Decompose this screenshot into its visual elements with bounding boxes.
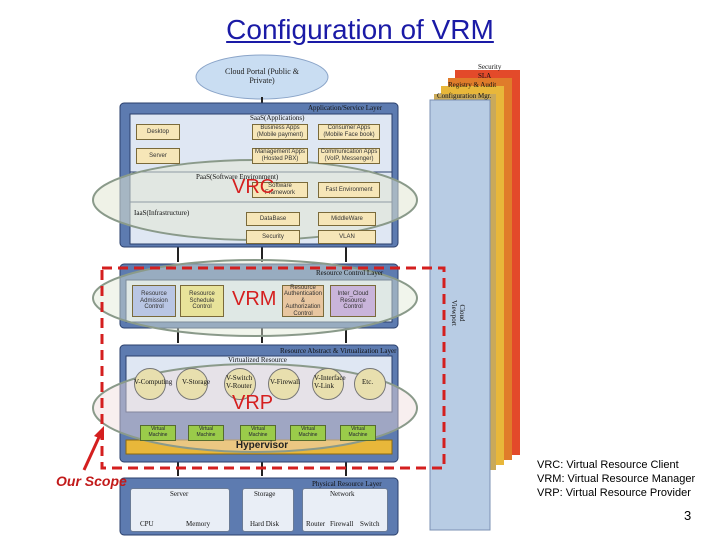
virtualized-resource-title: Virtualized Resource xyxy=(228,356,287,364)
vm-4: Virtual Machine xyxy=(290,425,326,441)
cloud-viewport-bar xyxy=(429,99,491,531)
our-scope-label: Our Scope xyxy=(56,473,127,489)
storage-group xyxy=(242,488,294,532)
v-storage-label: V-Storage xyxy=(182,378,211,386)
v-computing-label: V-Computing xyxy=(134,378,173,386)
iaas-middleware-box: MiddleWare xyxy=(318,212,376,226)
tab-sla: SLA xyxy=(478,72,492,80)
cloud-viewport-label: Cloud Viewport xyxy=(450,299,466,327)
network-group-title: Network xyxy=(330,490,355,498)
etc-label: Etc. xyxy=(362,378,374,386)
iaas-vlan-box: VLAN xyxy=(318,230,376,244)
paas-title: PaaS(Software Environment) xyxy=(196,173,279,181)
vrm-label: VRM xyxy=(232,288,277,310)
saas-business-apps-box: Business Apps (Mobile payment) xyxy=(252,124,308,140)
application-layer-title: Application/Service Layer xyxy=(308,104,383,112)
scope-arrow xyxy=(82,434,102,471)
paas-fast-environment-box: Fast Environment xyxy=(318,182,380,198)
switch-label: Switch xyxy=(360,520,380,528)
saas-desktop-box: Desktop xyxy=(136,124,180,140)
vrm-ellipse xyxy=(92,259,418,337)
iaas-title: IaaS(Infrastructure) xyxy=(134,209,190,217)
inter-cloud-box: Inter_Cloud Resource Control xyxy=(330,285,376,317)
physical-layer-title: Physical Resource Layer xyxy=(312,480,382,488)
saas-title: SaaS(Applications) xyxy=(250,114,305,122)
saas-consumer-apps-box: Consumer Apps (Mobile Face book) xyxy=(318,124,380,140)
page-title: Configuration of VRM xyxy=(226,14,494,45)
server-group-title: Server xyxy=(170,490,189,498)
iaas-database-box: DataBase xyxy=(246,212,300,226)
resource-schedule-box: Resource Schedule Control xyxy=(180,285,224,317)
vm-5: Virtual Machine xyxy=(340,425,376,441)
vm-3: Virtual Machine xyxy=(240,425,276,441)
v-interface-circle xyxy=(312,368,344,400)
virtualization-layer-title: Resource Abstract & Virtualization Layer xyxy=(280,347,397,355)
v-firewall-label: V-Firewall xyxy=(270,378,301,386)
tab-config: Configuration Mgr. xyxy=(437,92,492,100)
vm-2: Virtual Machine xyxy=(188,425,224,441)
router-label: Router xyxy=(306,520,326,528)
vm-1: Virtual Machine xyxy=(140,425,176,441)
v-switch-circle xyxy=(224,368,256,400)
hypervisor-label: Hypervisor xyxy=(235,440,289,451)
v-firewall-circle xyxy=(268,368,300,400)
iaas-security-box: Security xyxy=(246,230,300,244)
legend-vrp: VRP: Virtual Resource Provider xyxy=(537,487,691,499)
network-group xyxy=(302,488,388,532)
resource-auth-box: Resource Authentication & Authorization … xyxy=(282,284,324,317)
tab-security: Security xyxy=(478,63,502,71)
v-switch-label: V-Switch V-Router xyxy=(226,374,253,390)
saas-management-apps-box: Management Apps (Hosted PBX) xyxy=(252,148,308,164)
virtualized-resource-bg xyxy=(125,355,393,413)
tab-registry: Registry & Audit xyxy=(448,81,497,89)
v-computing-circle xyxy=(134,368,166,400)
cpu-label: CPU xyxy=(140,520,154,528)
management-bars xyxy=(429,70,520,531)
paas-software-framework-box: Software Framework xyxy=(252,182,308,198)
server-group xyxy=(130,488,230,532)
v-interface-label: V-Interface V-Link xyxy=(314,374,346,390)
saas-server-box: Server xyxy=(136,148,180,164)
etc-circle xyxy=(354,368,386,400)
legend-vrm: VRM: Virtual Resource Manager xyxy=(537,473,696,485)
vrc-ellipse xyxy=(92,159,418,241)
vrp-label: VRP xyxy=(232,392,274,414)
legend-vrc: VRC: Virtual Resource Client xyxy=(537,459,679,471)
page-number: 3 xyxy=(684,508,692,523)
resource-admission-box: Resource Admission Control xyxy=(132,285,176,317)
memory-label: Memory xyxy=(186,520,211,528)
resource-control-title: Resource Control Layer xyxy=(316,269,384,277)
saas-communication-apps-box: Communication Apps (VoIP, Messenger) xyxy=(318,148,380,164)
vrc-label: VRC xyxy=(232,176,275,198)
v-storage-circle xyxy=(176,368,208,400)
firewall-label: Firewall xyxy=(330,520,354,528)
storage-group-title: Storage xyxy=(254,490,276,498)
scope-dashed-rect xyxy=(100,266,446,470)
hard-disk-label: Hard Disk xyxy=(250,520,279,528)
cloud-portal-label: Cloud Portal (Public & Private) xyxy=(225,67,299,85)
